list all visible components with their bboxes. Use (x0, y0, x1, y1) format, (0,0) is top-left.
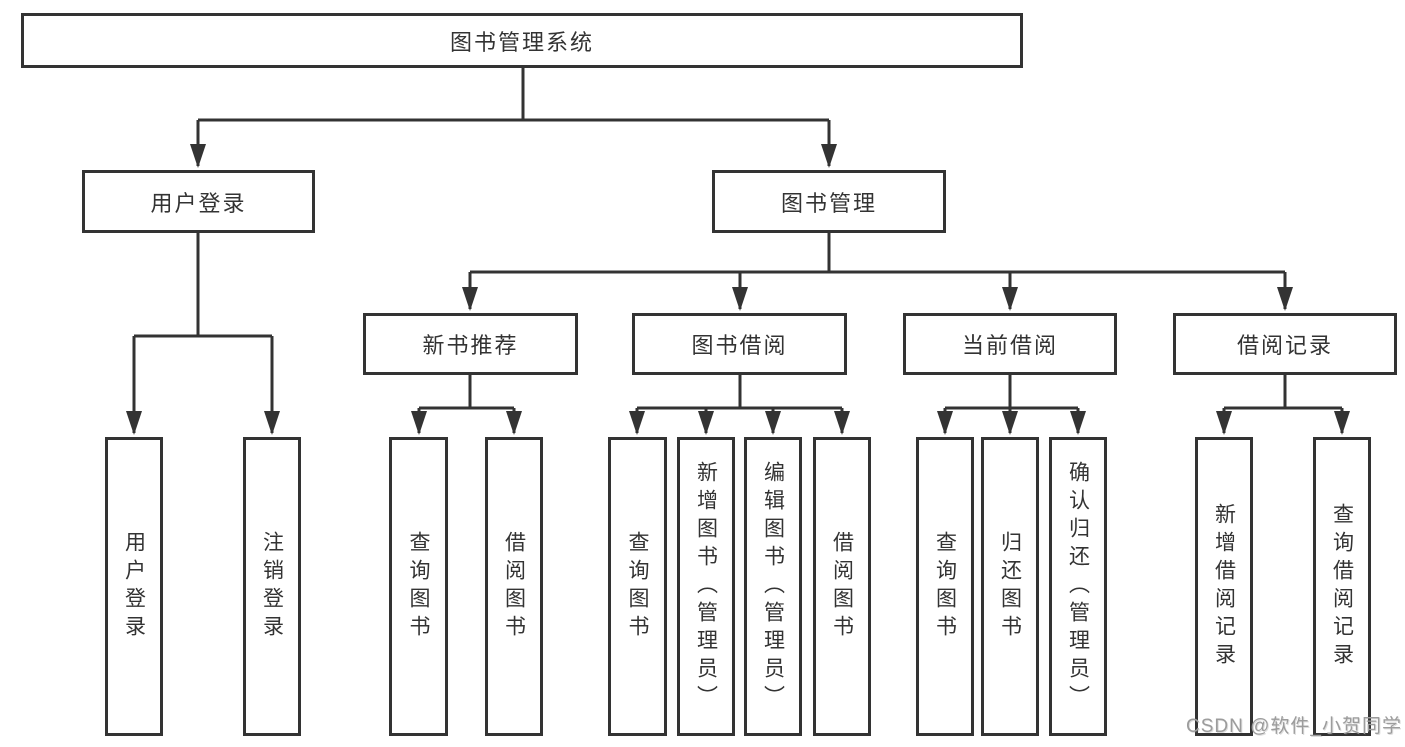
node-logout: 注销登录 (243, 437, 301, 736)
node-current-borrow: 当前借阅 (903, 313, 1117, 375)
node-query-books-recommend: 查询图书 (389, 437, 448, 736)
node-library-management-system: 图书管理系统 (21, 13, 1023, 68)
node-return-books: 归还图书 (981, 437, 1039, 736)
node-user-login-group: 用户登录 (82, 170, 315, 233)
node-borrow-books: 借阅图书 (813, 437, 871, 736)
node-query-books-current: 查询图书 (916, 437, 974, 736)
node-query-borrow-record: 查询借阅记录 (1313, 437, 1371, 736)
connector-segments (134, 68, 1342, 410)
node-book-borrow: 图书借阅 (632, 313, 847, 375)
node-borrow-books-recommend: 借阅图书 (485, 437, 543, 736)
node-edit-books-admin: 编辑图书（管理员） (744, 437, 802, 736)
node-book-management-group: 图书管理 (712, 170, 946, 233)
node-query-books-borrow: 查询图书 (608, 437, 667, 736)
node-borrow-records: 借阅记录 (1173, 313, 1397, 375)
node-confirm-return-admin: 确认归还（管理员） (1049, 437, 1107, 736)
watermark: CSDN @软件_小贺同学 (1186, 716, 1402, 737)
node-add-books-admin: 新增图书（管理员） (677, 437, 735, 736)
node-user-login: 用户登录 (105, 437, 163, 736)
node-add-borrow-record: 新增借阅记录 (1195, 437, 1253, 736)
connector-arrows (126, 120, 1350, 435)
node-new-book-recommend: 新书推荐 (363, 313, 578, 375)
